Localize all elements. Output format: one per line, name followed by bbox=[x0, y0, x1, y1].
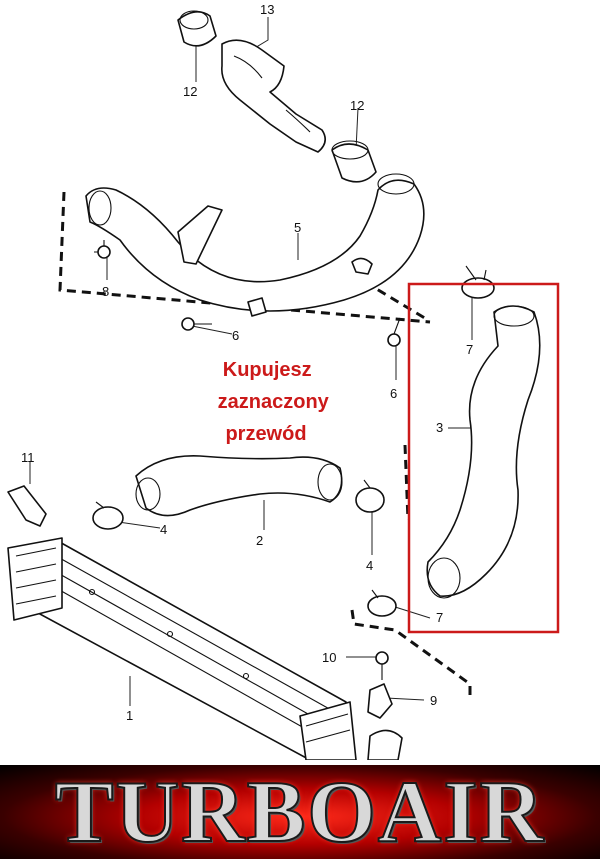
callout-7-bottom: 7 bbox=[436, 610, 443, 625]
parts-diagram: Kupujesz zaznaczony przewód bbox=[7, 2, 560, 760]
callout-6-left: 6 bbox=[232, 328, 239, 343]
clip-on-pipe-5 bbox=[247, 257, 373, 317]
outlet-stub bbox=[367, 729, 403, 760]
brand-banner: TURBOAIR bbox=[0, 765, 600, 859]
callout-4-left: 4 bbox=[160, 522, 167, 537]
pipe-5 bbox=[85, 173, 425, 312]
callout-12-lower: 12 bbox=[350, 98, 364, 113]
hose-12-top bbox=[177, 10, 217, 47]
bolt-10 bbox=[375, 651, 389, 680]
brand-logo: TURBOAIR bbox=[54, 765, 546, 859]
callout-10: 10 bbox=[322, 650, 336, 665]
assembly-outline-upper bbox=[58, 191, 431, 324]
callout-2: 2 bbox=[256, 533, 263, 548]
note-text: Kupujesz zaznaczony przewód bbox=[218, 359, 335, 445]
callout-7-top: 7 bbox=[466, 342, 473, 357]
callout-11: 11 bbox=[21, 450, 35, 465]
hose-2 bbox=[135, 455, 343, 517]
highlight-box bbox=[407, 282, 560, 634]
hose-3 bbox=[426, 305, 541, 599]
callout-9: 9 bbox=[430, 693, 437, 708]
callout-4-right: 4 bbox=[366, 558, 373, 573]
callout-5: 5 bbox=[294, 220, 301, 235]
intercooler-1 bbox=[7, 537, 357, 760]
sleeve-12-lower bbox=[331, 140, 377, 183]
callout-3: 3 bbox=[436, 420, 443, 435]
bolt-6-right bbox=[387, 317, 401, 347]
bracket-11 bbox=[7, 485, 47, 527]
clamp-7-top bbox=[461, 265, 495, 299]
junction-13 bbox=[221, 39, 326, 153]
callout-6-right: 6 bbox=[390, 386, 397, 401]
callout-13: 13 bbox=[260, 2, 274, 17]
bolt-8 bbox=[94, 240, 111, 259]
callout-1: 1 bbox=[126, 708, 133, 723]
clamp-4-right bbox=[355, 479, 385, 513]
bracket-9 bbox=[367, 683, 393, 719]
callout-12-top: 12 bbox=[183, 84, 197, 99]
assembly-outline-middle bbox=[350, 444, 472, 700]
callout-numbers: 13 12 12 5 8 6 6 7 3 11 4 2 4 7 10 9 1 bbox=[21, 2, 473, 723]
bolt-6-left bbox=[181, 317, 212, 331]
callout-8: 8 bbox=[102, 284, 109, 299]
banner-glow bbox=[0, 765, 600, 859]
clamp-4-left bbox=[92, 501, 124, 530]
clamp-7-bottom bbox=[367, 589, 397, 617]
